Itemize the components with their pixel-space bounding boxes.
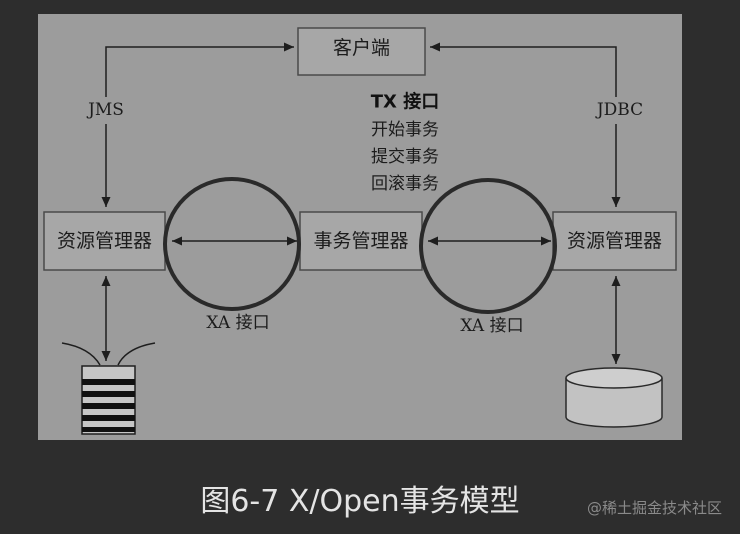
tx-op-rollback: 回滚事务 (371, 174, 439, 194)
transaction-manager-node: 事务管理器 (299, 211, 423, 271)
resource-manager-right-label: 资源管理器 (567, 230, 662, 252)
jms-label: JMS (86, 100, 124, 120)
xa-ellipse-left (163, 177, 301, 311)
tx-interface-title: TX 接口 (371, 91, 439, 113)
resource-manager-left-node: 资源管理器 (43, 211, 166, 271)
message-queue-icon (61, 342, 156, 435)
resource-manager-right-node: 资源管理器 (552, 211, 677, 271)
xa-interface-label-right: XA 接口 (460, 316, 523, 336)
client-to-right-rm-top-line (430, 42, 617, 97)
xa-interface-label-left: XA 接口 (206, 313, 269, 333)
client-to-left-rm-top-line (105, 42, 294, 97)
jdbc-label: JDBC (595, 100, 643, 120)
tx-op-commit: 提交事务 (371, 147, 439, 167)
transaction-manager-label: 事务管理器 (313, 230, 408, 252)
resource-manager-left-label: 资源管理器 (57, 230, 152, 252)
xopen-transaction-diagram: 客户端 资源管理器 事务管理器 资源管理器 JMS JDBC TX 接口 开始事… (38, 14, 682, 440)
client-label: 客户端 (333, 37, 390, 59)
database-icon (565, 367, 663, 428)
figure-caption: 图6-7 X/Open事务模型 (200, 484, 520, 519)
tx-op-begin: 开始事务 (371, 120, 439, 140)
xa-ellipse-right (419, 178, 557, 314)
watermark: @稀土掘金技术社区 (586, 499, 722, 517)
client-node: 客户端 (297, 27, 426, 76)
